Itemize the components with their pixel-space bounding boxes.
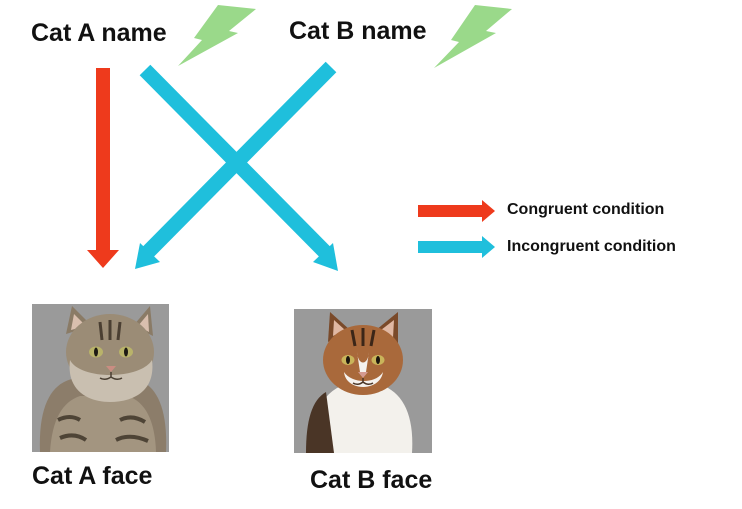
cat-b-photo: [294, 309, 432, 453]
cat-a-face-label: Cat A face: [32, 462, 153, 490]
legend-incongruent-label: Incongruent condition: [507, 238, 676, 255]
incongruent-arrow-b-to-a: [135, 61, 337, 269]
legend-incongruent-arrow: [418, 236, 495, 258]
congruent-arrow: [87, 68, 119, 268]
legend-congruent-label: Congruent condition: [507, 201, 665, 218]
lightning-bolt-icon: [178, 5, 256, 66]
cat-a-photo: [32, 304, 169, 452]
cat-b-name-label: Cat B name: [289, 17, 427, 45]
cat-a-name-label: Cat A name: [31, 19, 167, 47]
legend-congruent-arrow: [418, 200, 495, 222]
incongruent-arrow-a-to-b: [139, 64, 338, 271]
cat-b-face-label: Cat B face: [310, 466, 433, 494]
lightning-bolt-icon: [434, 5, 512, 68]
